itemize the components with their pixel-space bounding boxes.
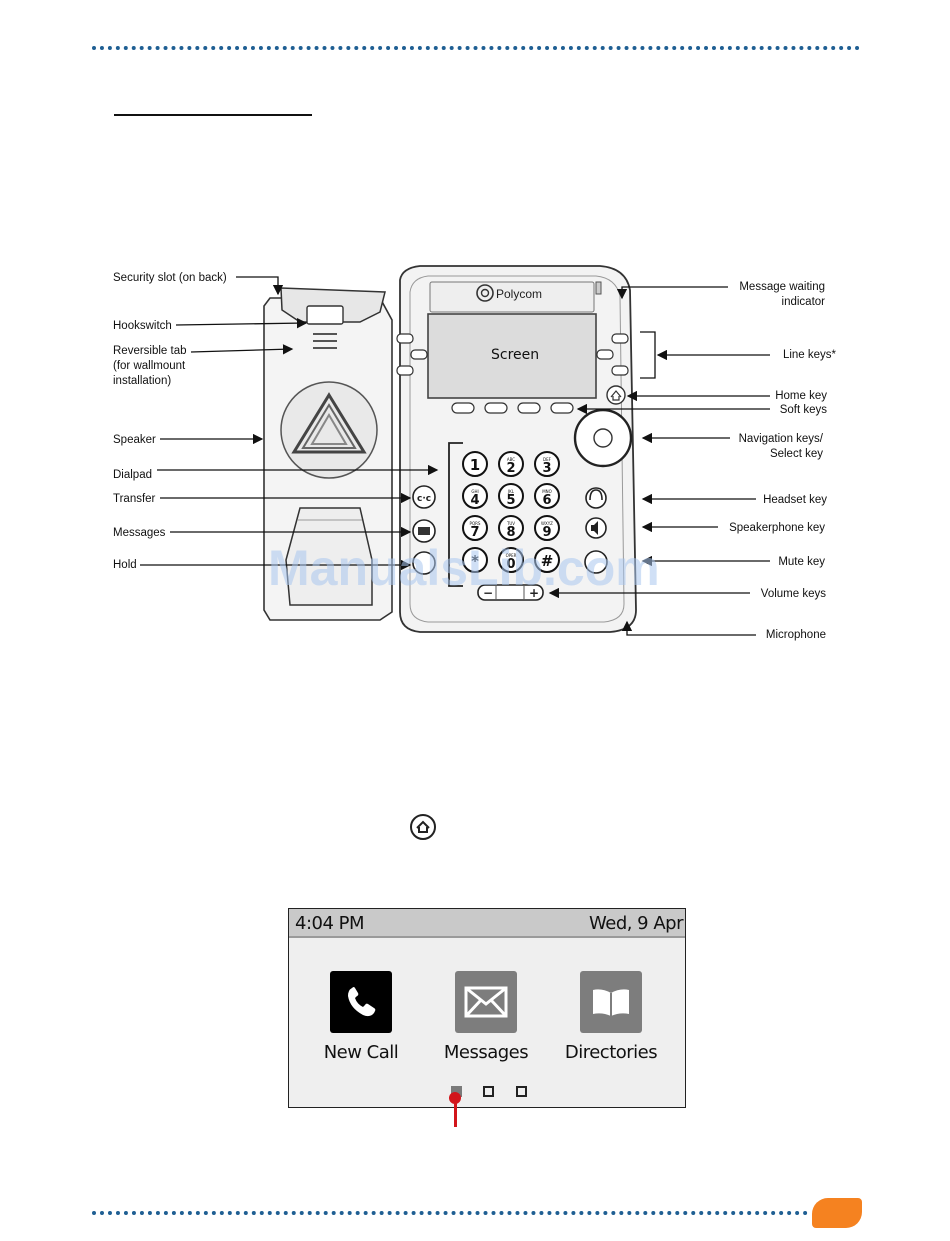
label-navigation-keys: Navigation keys/ Select key bbox=[738, 433, 823, 460]
headset-key-icon bbox=[585, 487, 607, 509]
app-label-directories: Directories bbox=[564, 1042, 658, 1063]
polycom-logo-icon bbox=[476, 284, 494, 302]
home-key-icon bbox=[606, 385, 626, 405]
dialpad-key-letters: OPER bbox=[506, 553, 517, 558]
label-headset-key: Headset key bbox=[763, 494, 827, 506]
dialpad-key-digit: 3 bbox=[542, 461, 551, 476]
dialpad-key-letters: TUV bbox=[506, 521, 515, 526]
label-speakerphone-key: Speakerphone key bbox=[729, 522, 825, 534]
label-volume-keys: Volume keys bbox=[760, 588, 826, 600]
transfer-key-icon bbox=[412, 485, 436, 509]
home-screen-display: 4:04 PM Wed, 9 Apr New Call Messages bbox=[288, 908, 686, 1108]
svg-text:c·c: c·c bbox=[417, 494, 431, 504]
soft-keys bbox=[451, 402, 574, 414]
phone-handset-icon bbox=[330, 971, 392, 1033]
page-indicator-2[interactable] bbox=[483, 1086, 494, 1097]
status-date: Wed, 9 Apr bbox=[589, 913, 684, 934]
mute-key-icon bbox=[584, 550, 608, 574]
callout-arrows bbox=[140, 276, 770, 636]
watermark: ManualsLib.com bbox=[268, 540, 660, 596]
label-hookswitch: Hookswitch bbox=[113, 320, 172, 332]
status-time: 4:04 PM bbox=[295, 913, 365, 934]
label-line-keys: Line keys* bbox=[782, 349, 836, 361]
dialpad-key-letters: DEF bbox=[543, 457, 552, 462]
label-security-slot: Security slot (on back) bbox=[113, 272, 227, 284]
label-speaker: Speaker bbox=[113, 434, 156, 446]
handset bbox=[263, 287, 393, 621]
line-keys-left bbox=[396, 333, 428, 376]
select-key bbox=[593, 428, 613, 448]
label-transfer: Transfer bbox=[113, 493, 156, 505]
volume-keys bbox=[477, 584, 544, 601]
volume-minus-label: − bbox=[483, 586, 493, 600]
top-dotted-rule bbox=[92, 46, 860, 50]
dialpad-key-star[interactable]: * bbox=[462, 547, 488, 573]
message-waiting-led bbox=[595, 281, 602, 295]
dialpad-key-digit: 7 bbox=[470, 525, 479, 540]
dialpad-key-hash[interactable]: # bbox=[534, 547, 560, 573]
label-soft-keys: Soft keys bbox=[779, 404, 827, 416]
section-heading-underline bbox=[114, 114, 312, 116]
label-message-waiting: Message waiting indicator bbox=[739, 281, 825, 308]
brand-name: Polycom bbox=[496, 287, 542, 301]
page-number-badge bbox=[812, 1198, 862, 1228]
callout-pointer-line bbox=[454, 1096, 457, 1127]
volume-plus-label: + bbox=[529, 586, 539, 600]
dialpad-key-digit: 0 bbox=[506, 557, 515, 572]
dialpad-key-digit: * bbox=[471, 552, 479, 570]
envelope-icon bbox=[455, 971, 517, 1033]
phone-diagram: Polycom Screen c·c bbox=[140, 265, 770, 636]
line-keys-right bbox=[596, 333, 629, 376]
label-microphone: Microphone bbox=[765, 629, 826, 641]
label-reversible-tab: Reversible tab (for wallmount installati… bbox=[113, 345, 187, 387]
dialpad-key-digit: 5 bbox=[506, 493, 515, 508]
dialpad-key-digit: 4 bbox=[470, 493, 479, 508]
phone-base: Polycom Screen c·c bbox=[396, 265, 637, 633]
app-directories[interactable]: Directories bbox=[556, 971, 666, 1063]
dialpad-key-digit: 9 bbox=[542, 525, 551, 540]
screen-label: Screen bbox=[491, 347, 539, 363]
label-dialpad: Dialpad bbox=[113, 469, 152, 481]
home-icon bbox=[410, 814, 436, 840]
label-messages: Messages bbox=[113, 527, 166, 539]
app-label-new-call: New Call bbox=[323, 1042, 399, 1063]
dialpad-key-1[interactable]: 1 bbox=[462, 451, 488, 477]
dialpad-key-digit: 1 bbox=[470, 456, 480, 474]
dialpad-key-digit: # bbox=[541, 552, 554, 570]
label-mute-key: Mute key bbox=[778, 556, 825, 568]
bottom-dotted-rule bbox=[92, 1211, 808, 1215]
dialpad-key-letters: JKL bbox=[507, 489, 515, 494]
speaker-grille bbox=[280, 381, 378, 479]
dialpad-key-digit: 2 bbox=[506, 461, 515, 476]
app-new-call[interactable]: New Call bbox=[306, 971, 416, 1063]
dialpad-key-letters: WXYZ bbox=[541, 521, 553, 526]
app-messages[interactable]: Messages bbox=[431, 971, 541, 1063]
dialpad-key-digit: 6 bbox=[542, 493, 551, 508]
label-hold: Hold bbox=[113, 559, 137, 571]
dialpad-key-letters: PQRS bbox=[470, 521, 481, 526]
dialpad-key-letters: ABC bbox=[507, 457, 515, 462]
dialpad-key-letters: MNO bbox=[542, 489, 552, 494]
hold-key-icon bbox=[412, 551, 436, 575]
label-home-key: Home key bbox=[775, 390, 827, 402]
status-bar: 4:04 PM Wed, 9 Apr bbox=[289, 909, 685, 938]
app-label-messages: Messages bbox=[443, 1042, 529, 1063]
open-book-icon bbox=[580, 971, 642, 1033]
page-indicator-3[interactable] bbox=[516, 1086, 527, 1097]
dialpad-key-letters: GHI bbox=[471, 489, 478, 494]
dialpad-key-digit: 8 bbox=[506, 525, 515, 540]
display-screen bbox=[427, 313, 597, 399]
